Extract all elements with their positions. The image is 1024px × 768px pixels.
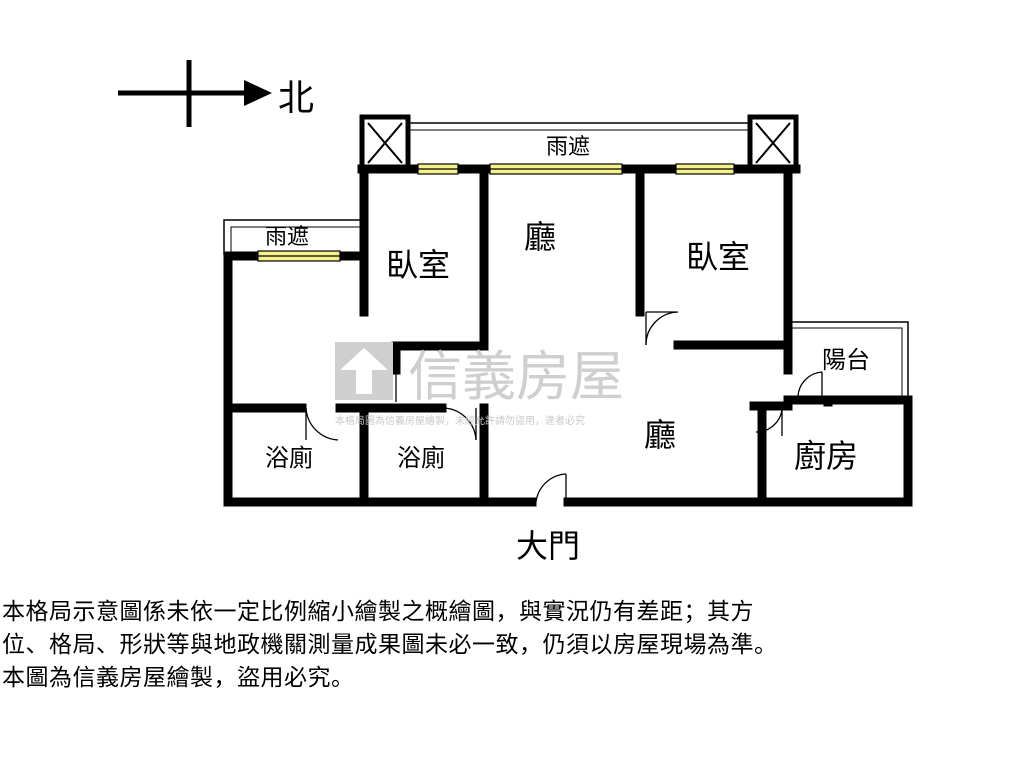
disclaimer-line-1: 本格局示意圖係未依一定比例縮小繪製之概繪圖，與實況仍有差距；其方 [2, 599, 754, 625]
bedroom-2-label: 臥室 [686, 238, 750, 276]
canopy-top-label: 雨遮 [546, 135, 590, 160]
windows [257, 163, 735, 262]
disclaimer: 本格局示意圖係未依一定比例縮小繪製之概繪圖，與實況仍有差距；其方 位、格局、形狀… [2, 596, 1022, 695]
watermark: 信義房屋 本格局圖為信義房屋繪製，未經允許請勿盜用，違者必究 [335, 342, 624, 427]
walls [223, 164, 913, 507]
canopy-left [223, 219, 362, 255]
disclaimer-line-2: 位、格局、形狀等與地政機關測量成果圖未必一致，仍須以房屋現場為準。 [2, 632, 778, 658]
disclaimer-line-3: 本圖為信義房屋繪製，盜用必究。 [2, 665, 355, 691]
watermark-notice: 本格局圖為信義房屋繪製，未經允許請勿盜用，違者必究 [335, 414, 585, 427]
living-room-1-label: 廳 [524, 218, 556, 256]
balcony-outline [792, 321, 909, 400]
main-door-label: 大門 [516, 527, 580, 565]
column-left [359, 114, 411, 172]
living-room-2-label: 廳 [644, 416, 676, 454]
canopy-left-label: 雨遮 [265, 225, 309, 250]
north-label: 北 [278, 78, 314, 119]
bedroom-1-label: 臥室 [386, 246, 450, 284]
bathroom-1-label: 浴廁 [265, 444, 313, 472]
column-right [747, 114, 799, 172]
north-compass: 北 [118, 60, 314, 127]
bathroom-2-label: 浴廁 [397, 444, 445, 472]
arrow-icon [244, 80, 272, 106]
watermark-brand: 信義房屋 [408, 345, 624, 408]
kitchen-label: 廚房 [794, 437, 858, 475]
balcony-label: 陽台 [822, 346, 870, 374]
